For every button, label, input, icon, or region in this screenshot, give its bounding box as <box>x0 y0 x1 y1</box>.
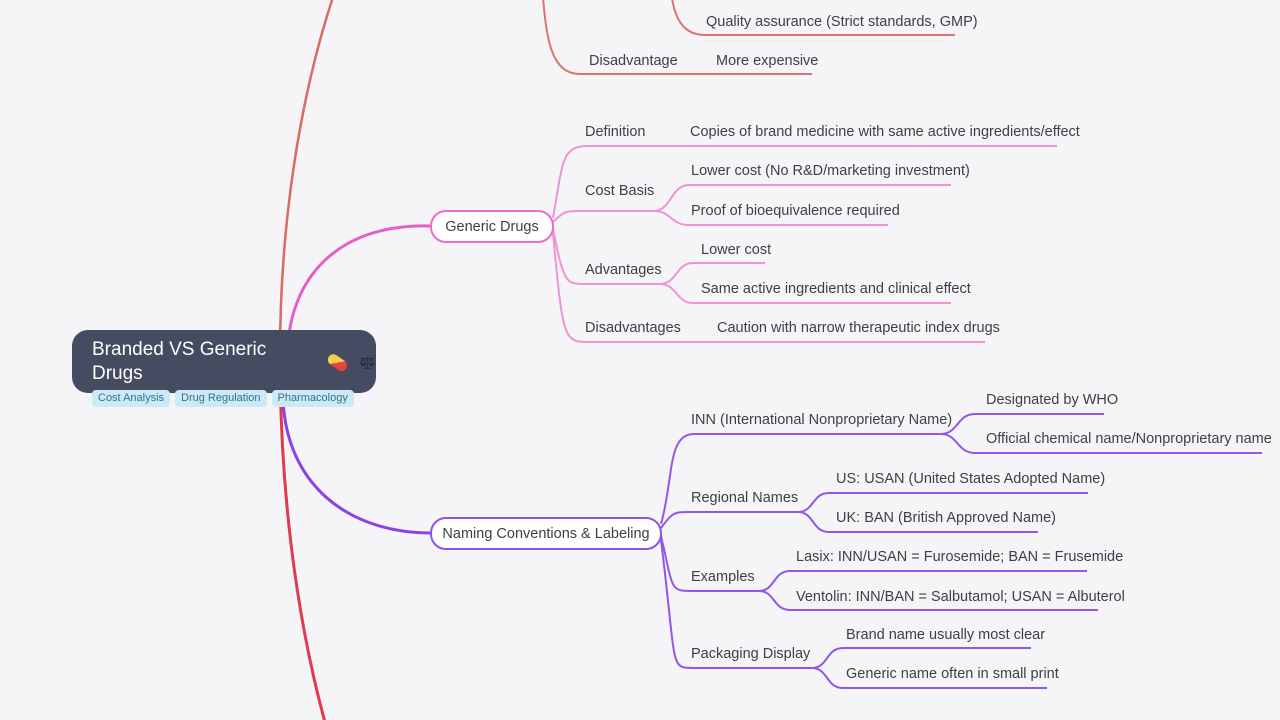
line-regional-child-1 <box>797 492 1088 513</box>
node-inn-value-1[interactable]: Designated by WHO <box>986 392 1119 408</box>
trunk-generic <box>287 224 431 335</box>
node-cost-basis-value-1[interactable]: Lower cost (No R&D/marketing investment) <box>691 163 970 179</box>
node-packaging-value-1[interactable]: Brand name usually most clear <box>846 627 1046 643</box>
line-inn-child-2 <box>940 433 1262 454</box>
line-cost-basis-child-2 <box>653 210 888 226</box>
line-cost-basis-child-1 <box>653 184 951 212</box>
node-generic-drugs-label: Generic Drugs <box>445 218 539 235</box>
line-disadvantages <box>552 232 985 343</box>
node-regional-names[interactable]: Regional Names <box>691 490 799 506</box>
node-more-expensive[interactable]: More expensive <box>716 53 819 69</box>
node-inn[interactable]: INN (International Nonproprietary Name) <box>691 412 953 428</box>
line-regional <box>660 511 798 529</box>
node-naming-conventions[interactable]: Naming Conventions & Labeling <box>430 517 662 550</box>
node-cost-basis-value-2[interactable]: Proof of bioequivalence required <box>691 203 900 219</box>
trunk-naming <box>281 392 431 535</box>
line-examples-child-1 <box>758 570 1087 592</box>
node-advantages-value-2[interactable]: Same active ingredients and clinical eff… <box>701 281 971 297</box>
node-advantages-value-1[interactable]: Lower cost <box>701 242 772 258</box>
line-quality-assurance <box>671 0 955 36</box>
node-examples-value-1[interactable]: Lasix: INN/USAN = Furosemide; BAN = Frus… <box>796 549 1124 565</box>
scales-icon <box>360 356 375 369</box>
tag-drug-regulation[interactable]: Drug Regulation <box>175 390 267 407</box>
line-regional-child-2 <box>797 511 1038 533</box>
line-packaging-child-1 <box>811 647 1031 669</box>
line-advantages <box>552 228 660 285</box>
line-packaging-child-2 <box>811 667 1047 689</box>
node-examples[interactable]: Examples <box>691 569 755 585</box>
node-packaging-value-2[interactable]: Generic name often in small print <box>846 666 1059 682</box>
node-regional-value-1[interactable]: US: USAN (United States Adopted Name) <box>836 471 1106 487</box>
node-naming-conventions-label: Naming Conventions & Labeling <box>442 525 650 542</box>
line-packaging <box>660 539 812 669</box>
pill-icon <box>325 351 349 373</box>
root-title: Branded VS Generic Drugs <box>92 339 267 384</box>
line-examples <box>660 535 759 592</box>
line-inn-child-1 <box>940 413 1104 435</box>
root-node[interactable]: Branded VS Generic Drugs Cost Analysis D… <box>72 330 376 407</box>
line-advantages-child-2 <box>659 283 951 304</box>
line-disadvantage <box>542 0 812 75</box>
line-advantages-child-1 <box>659 262 765 285</box>
node-disadvantage[interactable]: Disadvantage <box>589 53 678 69</box>
node-examples-value-2[interactable]: Ventolin: INN/BAN = Salbutamol; USAN = A… <box>796 589 1125 605</box>
node-disadvantages-value[interactable]: Caution with narrow therapeutic index dr… <box>717 320 1000 336</box>
node-packaging-display[interactable]: Packaging Display <box>691 646 811 662</box>
node-quality-assurance[interactable]: Quality assurance (Strict standards, GMP… <box>706 14 978 30</box>
line-definition <box>552 145 1057 219</box>
trunk-branded-lower <box>278 354 326 720</box>
trunk-branded-upper <box>278 0 334 356</box>
node-inn-value-2[interactable]: Official chemical name/Nonproprietary na… <box>986 431 1272 447</box>
node-definition[interactable]: Definition <box>585 124 646 140</box>
tag-cost-analysis[interactable]: Cost Analysis <box>92 390 171 407</box>
line-cost-basis <box>552 210 654 223</box>
line-examples-child-2 <box>758 590 1098 611</box>
line-inn <box>660 433 941 525</box>
node-definition-value[interactable]: Copies of brand medicine with same activ… <box>690 124 1080 140</box>
node-advantages[interactable]: Advantages <box>585 262 662 278</box>
tag-pharmacology[interactable]: Pharmacology <box>271 390 354 407</box>
node-disadvantages[interactable]: Disadvantages <box>585 320 681 336</box>
node-regional-value-2[interactable]: UK: BAN (British Approved Name) <box>836 510 1056 526</box>
root-tags: Cost Analysis Drug Regulation Pharmacolo… <box>92 390 376 407</box>
node-cost-basis[interactable]: Cost Basis <box>585 183 655 199</box>
node-generic-drugs[interactable]: Generic Drugs <box>430 210 554 243</box>
